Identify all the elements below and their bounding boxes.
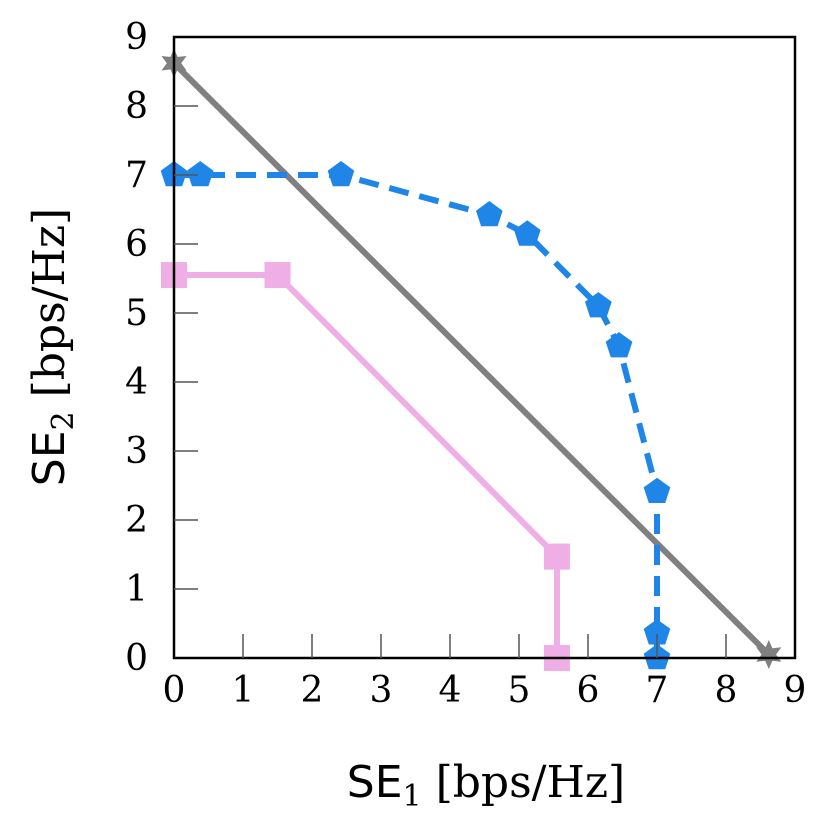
- series-1-pentagon-marker: [643, 619, 671, 645]
- plot-frame: [172, 35, 797, 660]
- series-1-pentagon-marker: [514, 220, 541, 246]
- x-tick-label: 7: [646, 670, 669, 711]
- x-tick-label: 2: [301, 670, 324, 711]
- y-tick-label: 6: [125, 224, 148, 265]
- series-2-square-marker: [264, 262, 291, 289]
- y-tick-label: 1: [125, 569, 148, 610]
- series-1-pentagon-marker: [605, 332, 633, 358]
- x-tick-label: 9: [784, 670, 807, 711]
- y-tick-label: 3: [125, 431, 148, 472]
- series-1-pentagon-marker: [643, 477, 671, 503]
- series-2-square-marker: [543, 543, 570, 570]
- y-tick-label: 7: [125, 155, 148, 196]
- x-tick-label: 0: [163, 670, 186, 711]
- series-1-line: [174, 172, 660, 658]
- x-tick-label: 6: [577, 670, 600, 711]
- x-tick-label: 5: [508, 670, 531, 711]
- y-tick-label: 5: [125, 293, 148, 334]
- series-1-pentagon-marker: [327, 161, 355, 187]
- ticks-layer: 0 1 2 3 4 5 6 7 8 9 0 1 2 3 4 5 6 7 8 9: [125, 17, 806, 711]
- x-tick-label: 1: [232, 670, 255, 711]
- y-tick-label: 9: [125, 17, 148, 58]
- y-axis-label: SE2 [bps/Hz]: [24, 208, 81, 486]
- series-1-pentagon-marker: [585, 292, 612, 318]
- series-1-pentagon-marker: [476, 201, 503, 227]
- y-tick-label: 2: [125, 500, 148, 541]
- y-tick-label: 4: [125, 362, 148, 403]
- series-2-line: [174, 272, 560, 658]
- series-0-line: [171, 61, 771, 657]
- x-tick-label: 4: [439, 670, 462, 711]
- x-tick-label: 3: [370, 670, 393, 711]
- x-axis-label: SE1 [bps/Hz]: [347, 757, 625, 814]
- y-tick-label: 8: [125, 86, 148, 127]
- series-layer: [160, 48, 782, 671]
- x-tick-label: 8: [715, 670, 738, 711]
- series-1-pentagon-marker: [186, 161, 214, 187]
- y-tick-label: 0: [125, 638, 148, 679]
- series-0-star-marker: [756, 639, 782, 669]
